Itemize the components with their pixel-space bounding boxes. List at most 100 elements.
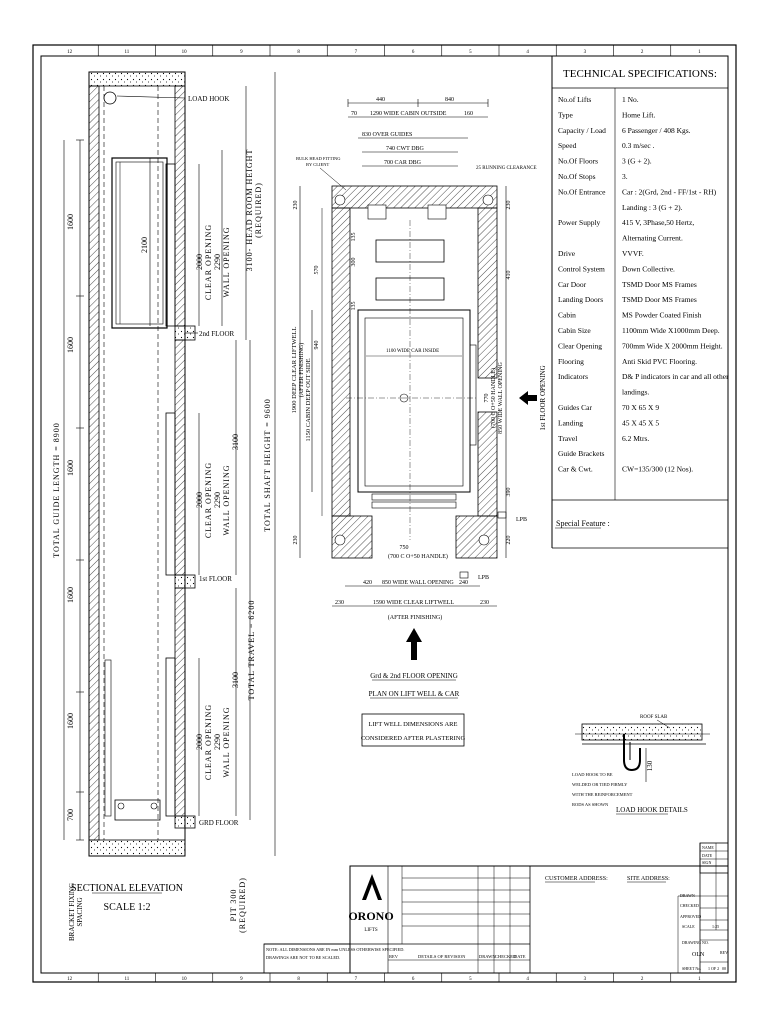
dim-230-bottom-left: 230 bbox=[335, 600, 344, 606]
dim-cabin-deep: 1150 CABIN DEEP OUT SIDE bbox=[305, 358, 312, 441]
label-after-finishing-2: (AFTER FINISHING) bbox=[388, 614, 443, 621]
dim-wall-opening-1st: 2290 bbox=[213, 492, 222, 508]
border-tick-bottom: 8 bbox=[297, 977, 300, 982]
border-tick-bottom: 5 bbox=[469, 977, 472, 982]
shaft-roof-slab bbox=[88, 71, 186, 87]
dim-230-bottom-right: 230 bbox=[480, 600, 489, 606]
plan-car-door-right bbox=[469, 344, 477, 446]
dim-over-guides: 830 OVER GUIDES bbox=[362, 132, 412, 138]
arrow-1st-floor-opening-icon bbox=[519, 391, 537, 405]
label-clear-opening-2nd: CLEAR OPENING bbox=[204, 224, 213, 300]
hook-note-1: LOAD HOOK TO BE bbox=[572, 772, 613, 777]
slab-1st-floor bbox=[174, 574, 196, 589]
lpb-bottom-icon bbox=[459, 571, 469, 579]
tb-note-2: DRAWINGS ARE NOT TO BE SCALED. bbox=[266, 955, 340, 960]
spec-label: Guide Brackets bbox=[558, 449, 605, 458]
spec-value: 415 V, 3Phase,50 Hertz, bbox=[622, 218, 694, 227]
tb-approved: APPROVED bbox=[680, 914, 701, 919]
tb-sheet-value: 1 OF 2 bbox=[708, 966, 719, 971]
label-wall-opening-1st: WALL OPENING bbox=[222, 464, 231, 535]
dim-bracket-6: 700 bbox=[66, 809, 75, 821]
spec-value: Home Lift. bbox=[622, 110, 655, 119]
plan-wall-right-upper bbox=[477, 207, 498, 379]
dim-cabin-outside: 1290 WIDE CABIN OUTSIDE bbox=[370, 111, 447, 117]
tb-details-revision: DETAILS OF REVISION bbox=[418, 954, 466, 959]
landing-door-2nd bbox=[165, 163, 176, 327]
tb-drawing-value: OLN bbox=[692, 952, 705, 958]
spec-label: Landing Doors bbox=[558, 295, 603, 304]
border-tick-top: 4 bbox=[526, 50, 529, 55]
spec-value: TSMD Door MS Frames bbox=[622, 295, 697, 304]
shaft-right-wall-middle bbox=[174, 339, 186, 576]
spec-value: 6.2 Mtrs. bbox=[622, 434, 649, 443]
border-tick-bottom: 4 bbox=[526, 977, 529, 982]
tb-rev: REV bbox=[389, 954, 399, 959]
logo-subtext: LIFTS bbox=[364, 928, 378, 933]
spec-value: 700mm Wide X 2000mm Height. bbox=[622, 341, 723, 350]
tb-name: NAME bbox=[702, 845, 714, 850]
label-lpb-right: LPB bbox=[516, 517, 527, 523]
dim-bracket-4: 1600 bbox=[66, 587, 75, 603]
shaft-right-wall-upper bbox=[174, 85, 186, 327]
label-wall-opening-grd: WALL OPENING bbox=[222, 706, 231, 777]
spec-value: Alternating Current. bbox=[622, 234, 683, 243]
spec-value: Car : 2(Grd, 2nd - FF/1st - RH) bbox=[622, 187, 717, 196]
label-roof-slab: ROOF SLAB bbox=[640, 715, 668, 720]
tb-sign: SIGN bbox=[702, 860, 711, 865]
arrow-grd-opening-icon bbox=[406, 628, 422, 660]
tb-checked: CHECKED bbox=[495, 954, 517, 959]
dim-230-top: 230 bbox=[293, 201, 299, 210]
label-total-travel: TOTAL TRAVEL = 6200 bbox=[247, 600, 256, 701]
dim-135-b: 135 bbox=[351, 302, 357, 311]
label-bracket-fixing: BRACKET FIXING bbox=[68, 883, 76, 941]
label-bulkhead: BULK HEAD FITTING bbox=[296, 156, 341, 161]
hook-title: LOAD HOOK DETAILS bbox=[616, 806, 688, 814]
plan-title: PLAN ON LIFT WELL & CAR bbox=[369, 690, 460, 698]
elevation-title: SECTIONAL ELEVATION bbox=[71, 883, 183, 894]
hook-roof-slab bbox=[581, 723, 703, 741]
label-headroom: 3100- HEAD ROOM HEIGHT bbox=[245, 149, 254, 272]
label-1st-floor: 1st FLOOR bbox=[199, 575, 232, 583]
hook-note-2: WELDED OR TIED FIRMLY bbox=[572, 782, 628, 787]
border-tick-bottom: 10 bbox=[182, 977, 188, 982]
border-tick-bottom: 12 bbox=[67, 977, 73, 982]
lpb-right-icon bbox=[497, 511, 507, 519]
lift-well-plan: 440 840 70 1290 WIDE CABIN OUTSIDE 160 8… bbox=[291, 97, 547, 747]
title-block: ORONO LIFTS REV DETAILS OF REVISION DRAW… bbox=[263, 842, 729, 974]
sectional-elevation: LOAD HOOK 2nd FLOOR 1st FLOOR GRD FLOOR bbox=[52, 71, 276, 941]
shaft-outline bbox=[88, 71, 186, 857]
tb-drawing-no: DRAWING NO. bbox=[682, 940, 709, 945]
dim-clear-opening-1st: 2000 bbox=[195, 492, 204, 508]
load-hook-shape-icon bbox=[623, 734, 641, 772]
border-tick-top: 1 bbox=[698, 50, 701, 55]
spec-value: landings. bbox=[622, 388, 649, 397]
border-tick-top: 10 bbox=[182, 50, 188, 55]
dim-840: 840 bbox=[445, 97, 454, 103]
spec-label: Indicators bbox=[558, 372, 588, 381]
spec-value: 3. bbox=[622, 172, 628, 181]
plan-wall-left bbox=[331, 207, 351, 517]
border-tick-top: 12 bbox=[67, 50, 73, 55]
dim-opening-right: (700 C O+50 HANDLE) bbox=[490, 368, 497, 428]
tb-note-1: NOTE: ALL DIMENSIONS ARE IN mm UNLESS OT… bbox=[266, 947, 404, 952]
pit-floor-slab bbox=[88, 839, 186, 857]
shaft-right-wall-lower bbox=[174, 587, 186, 817]
spec-value: 3 (G + 2). bbox=[622, 157, 652, 166]
border-tick-top: 2 bbox=[641, 50, 644, 55]
landing-door-ground bbox=[165, 657, 176, 817]
border-tick-bottom: 2 bbox=[641, 977, 644, 982]
border-tick-top: 3 bbox=[584, 50, 587, 55]
spec-label: Guides Car bbox=[558, 403, 592, 412]
spec-value: 6 Passenger / 408 Kgs. bbox=[622, 126, 691, 135]
spec-label: Cabin bbox=[558, 311, 576, 320]
dim-410: 410 bbox=[506, 271, 512, 280]
dim-420: 420 bbox=[363, 580, 372, 586]
label-pit: PIT 300 bbox=[229, 889, 238, 922]
load-hook-icon bbox=[103, 91, 117, 105]
dim-clear-opening-2nd: 2000 bbox=[195, 254, 204, 270]
spec-label: No.Of Stops bbox=[558, 172, 596, 181]
